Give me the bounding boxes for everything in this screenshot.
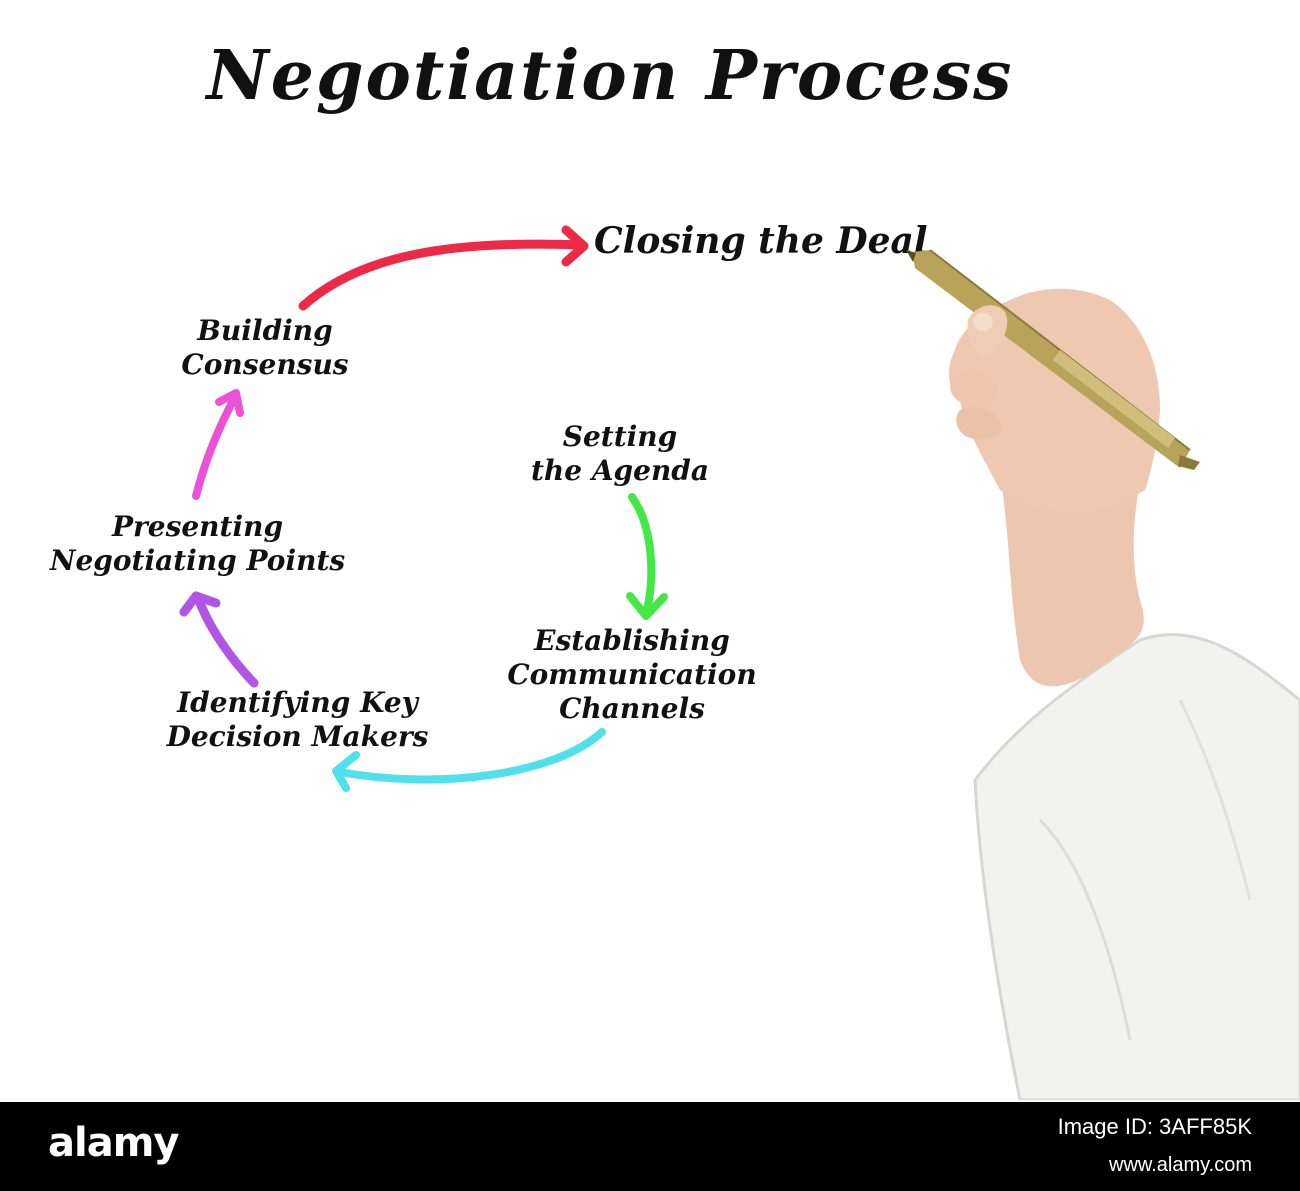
step-establishing-channels: Establishing Communication Channels: [502, 624, 762, 726]
pen-icon: [906, 249, 1200, 470]
footer-brand-logo: alamy: [48, 1120, 179, 1166]
arrow-channels-to-makers: [336, 728, 606, 784]
step-setting-agenda-line1: Setting: [562, 420, 678, 453]
hand-shape: [948, 288, 1160, 513]
sleeve-shape: [973, 633, 1300, 1100]
arrow-points-to-consensus: [192, 391, 240, 500]
step-presenting-points: Presenting Negotiating Points: [40, 510, 355, 578]
step-building-consensus-line1: Building: [197, 314, 333, 347]
step-closing-deal: Closing the Deal: [594, 220, 928, 262]
step-identifying-makers: Identifying Key Decision Makers: [150, 686, 445, 754]
arrowhead-points-to-consensus: [215, 389, 244, 417]
step-identifying-makers-line2: Decision Makers: [166, 720, 429, 753]
arrowhead-consensus-to-closing: [561, 225, 589, 267]
footer-site: www.alamy.com: [1109, 1154, 1252, 1176]
arrow-makers-to-points: [193, 593, 259, 688]
hand-holding-pen-icon: [906, 249, 1300, 1100]
step-building-consensus: Building Consensus: [160, 314, 370, 382]
step-building-consensus-line2: Consensus: [181, 348, 349, 381]
step-setting-agenda: Setting the Agenda: [520, 420, 720, 488]
arrowhead-makers-to-points: [179, 591, 221, 617]
arrow-agenda-to-channels: [628, 493, 656, 618]
diagram-title: Negotiation Process: [206, 36, 1014, 116]
footer-bar: alamy Image ID: 3AFF85K www.alamy.com: [0, 1102, 1300, 1191]
step-establishing-channels-line3: Channels: [559, 692, 705, 725]
step-presenting-points-line1: Presenting: [111, 510, 284, 543]
arrowhead-agenda-to-channels: [626, 592, 668, 620]
step-setting-agenda-line2: the Agenda: [530, 454, 710, 487]
arrowhead-channels-to-makers: [332, 751, 360, 792]
footer-image-id: Image ID: 3AFF85K: [1057, 1114, 1252, 1139]
step-establishing-channels-line1: Establishing: [534, 624, 730, 657]
step-establishing-channels-line2: Communication: [507, 658, 757, 691]
arrow-consensus-to-closing: [298, 239, 587, 311]
step-identifying-makers-line1: Identifying Key: [177, 686, 418, 719]
cycle-arrows: [179, 225, 668, 792]
step-presenting-points-line2: Negotiating Points: [49, 544, 346, 577]
